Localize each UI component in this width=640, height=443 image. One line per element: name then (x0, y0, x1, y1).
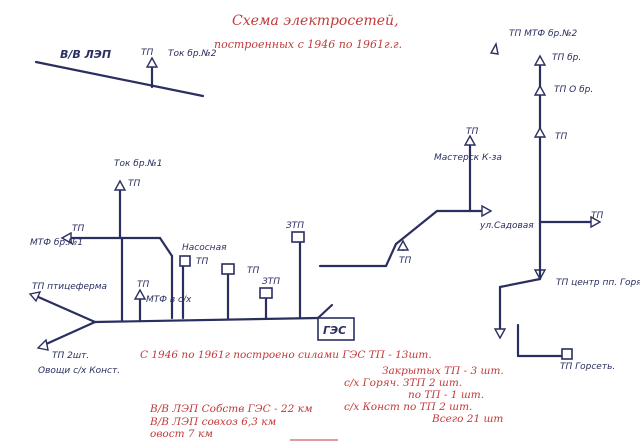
note-goryach: с/х Горяч. ЗТП 2 шт. (344, 377, 462, 389)
ztp-upper-square-icon (291, 231, 305, 243)
label-ztp-lower: ЗТП (262, 277, 280, 287)
label-tp-o-br: ТП О бр. (554, 85, 593, 95)
label-masterskaya: Мастерск К-за (434, 153, 502, 163)
label-nasosnaya: Насосная (182, 243, 227, 253)
tp-triangle-icon (533, 126, 547, 138)
right-feeder: ТП МТФ бр.№2 ТП бр. ТП О бр. ТП ТП ТП це… (489, 29, 640, 372)
label-tp-gorset: ТП Горсеть. (560, 362, 615, 372)
note-konst: с/х Конст по ТП 2 шт. (344, 401, 472, 413)
label-tp-nasosnaya: ТП (196, 257, 208, 267)
label-tok-br2: Ток бр.№2 (168, 49, 217, 59)
label-tp-mtf-br1: ТП (72, 224, 84, 234)
label-mtf-br1: МТФ бр.№1 (30, 238, 83, 248)
tp-mtf-br2-icon (533, 54, 547, 66)
note-zakrytyh: Закрытых ТП - 3 шт. (382, 365, 504, 377)
tp-sadovaya-icon (481, 204, 493, 218)
note-lep1: В/В ЛЭП Собств ГЭС - 22 км (149, 403, 313, 415)
tp-mtf-br1-icon (60, 231, 72, 245)
label-tp-mid: ТП (399, 256, 411, 266)
tp-ptitseferma-icon (28, 291, 42, 303)
tp-square-icon (221, 263, 235, 275)
nasosnaya-square-icon (179, 255, 191, 267)
label-tp-2sht: ТП 2шт. (52, 351, 89, 361)
top-left-power-line: В/В ЛЭП ТП Ток бр.№2 (34, 48, 217, 98)
tp-mtf-br2-arrow-icon (489, 41, 499, 55)
scheme-subtitle: построенных с 1946 по 1961г.г. (214, 38, 402, 51)
note-ovost: овост 7 км (150, 428, 213, 440)
label-ges: ГЭС (323, 324, 346, 337)
note-vsego: Всего 21 шт (431, 413, 503, 425)
tp-mtf-sx-icon (133, 288, 147, 300)
ges-station: ГЭС (317, 317, 355, 341)
label-ul-sadovaya: ул.Садовая (479, 221, 534, 231)
left-main-bus: ТП МТФ бр.№1 Ток бр.№1 ТП Насосная ТП ТП… (28, 159, 334, 376)
label-tp-top: ТП (141, 48, 153, 58)
masterskaya-branch: ТП Мастерск К-за ул.Садовая (434, 127, 534, 231)
label-tp-br: ТП бр. (552, 53, 581, 63)
label-tp-centr: ТП центр пп. Горячев. (556, 278, 640, 288)
note-lep2: В/В ЛЭП совхоз 6,3 км (149, 416, 276, 428)
label-tp-ptitseferma: ТП птицеферма (32, 282, 107, 292)
label-ztp-upper: ЗТП (286, 221, 304, 231)
note-main: С 1946 по 1961г построено силами ГЭС ТП … (140, 349, 432, 361)
tp-triangle-icon (493, 328, 507, 340)
label-tok-br1: Ток бр.№1 (114, 159, 163, 169)
label-mtf-sx: МТФ в с/х (146, 295, 192, 305)
label-tp-mtf-sx: ТП (137, 280, 149, 290)
tp-br-icon (533, 84, 547, 96)
label-tp-square-mid: ТП (247, 266, 259, 276)
label-ovoshchi: Овощи с/х Конст. (38, 366, 120, 376)
scheme-title: Схема электросетей, (232, 13, 399, 29)
label-tp-tok-br1: ТП (128, 179, 140, 189)
label-vl-lep-top: В/В ЛЭП (60, 48, 111, 61)
tp-triangle-icon (396, 239, 410, 251)
label-tp-mtf-br2: ТП МТФ бр.№2 (509, 29, 577, 39)
ges-box (317, 317, 355, 341)
central-feeder: ТП (318, 209, 542, 281)
tp-triangle-icon (590, 215, 602, 229)
tp-gorset-square-icon (561, 348, 573, 360)
note-po-tp: по ТП - 1 шт. (408, 389, 484, 401)
tp-ovoshchi-icon (36, 338, 49, 351)
ztp-lower-square-icon (259, 287, 273, 299)
tp-triangle-icon (145, 56, 159, 68)
label-tp-right-branch: ТП (591, 211, 603, 221)
tp-tok-br1-icon (113, 179, 127, 191)
construction-notes: С 1946 по 1961г построено силами ГЭС ТП … (140, 349, 504, 441)
tp-masterskaya-icon (463, 134, 477, 146)
label-tp-masterskaya: ТП (466, 127, 478, 137)
label-tp-right: ТП (555, 132, 567, 142)
